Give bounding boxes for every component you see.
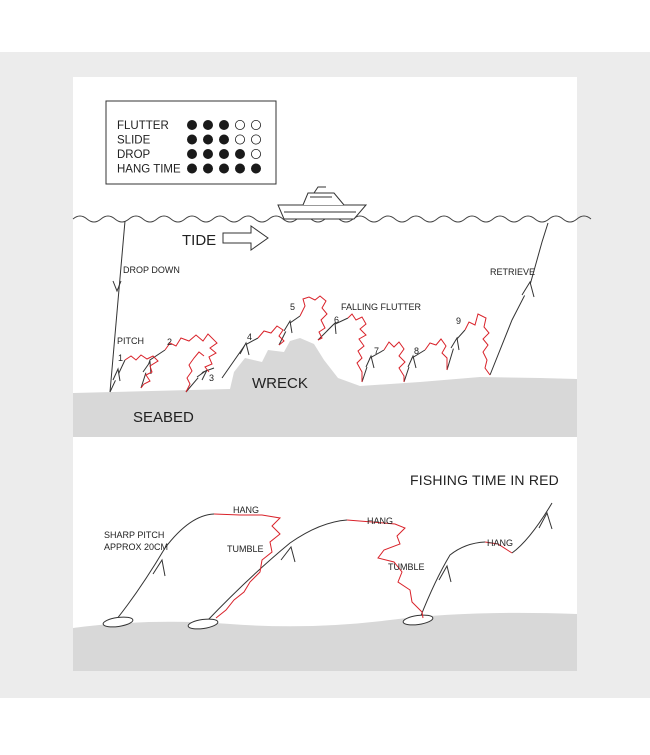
rating-dot-filled [186, 148, 197, 159]
lure-marker [102, 616, 134, 628]
panel-separator [73, 437, 577, 455]
flutter-sections [124, 295, 491, 393]
lure-marker [402, 614, 434, 626]
step-number: 7 [374, 346, 379, 356]
rating-dot-filled [234, 163, 245, 174]
sharp-pitch-label-line1: SHARP PITCH [104, 530, 164, 540]
sharp-pitch-label-line2: APPROX 20CM [104, 542, 168, 552]
step-numbers: 1 2 3 4 5 6 7 8 9 [118, 302, 461, 383]
lure-marker [187, 618, 219, 630]
drop-down-label: DROP DOWN [123, 265, 180, 275]
bottom-fishing-sections [213, 513, 513, 619]
legend-rows: FLUTTER SLIDE DROP HANG TIME [117, 120, 261, 176]
pitch-arrowheads [112, 280, 535, 382]
legend-label: FLUTTER [117, 120, 169, 132]
step-number: 9 [456, 316, 461, 326]
step-number: 6 [334, 315, 339, 325]
legend-label: DROP [117, 149, 151, 161]
legend: FLUTTER SLIDE DROP HANG TIME [105, 100, 277, 185]
boat-icon [277, 186, 368, 220]
tide-label: TIDE [182, 232, 216, 249]
hang-label: HANG [233, 505, 259, 515]
rating-dot-filled [218, 163, 229, 174]
bottom-pitch-lines [115, 502, 553, 623]
drop-down-line [109, 220, 126, 393]
rating-dot-filled [202, 120, 213, 131]
hang-label: HANG [487, 538, 513, 548]
rating-dot-empty [250, 148, 261, 159]
rating-dot-empty [250, 120, 261, 131]
rating-dot-filled [186, 163, 197, 174]
seabed-with-wreck [73, 338, 577, 437]
rating-dot-filled [202, 134, 213, 145]
hang-label: HANG [367, 516, 393, 526]
rating-dot-filled [234, 148, 245, 159]
retrieve-label: RETRIEVE [490, 267, 535, 277]
rating-dot-filled [218, 148, 229, 159]
rating-dot-filled [218, 120, 229, 131]
rating-dot-filled [218, 134, 229, 145]
rating-dot-filled [202, 148, 213, 159]
bottom-title: FISHING TIME IN RED [410, 472, 559, 488]
legend-label: SLIDE [117, 135, 151, 147]
falling-flutter-label: FALLING FLUTTER [341, 302, 422, 312]
wreck-label: WRECK [252, 375, 308, 392]
rating-dot-empty [234, 120, 245, 131]
step-number: 1 [118, 353, 123, 363]
rating-dot-filled [186, 134, 197, 145]
step-number: 3 [209, 373, 214, 383]
step-number: 8 [414, 346, 419, 356]
step-number: 5 [290, 302, 295, 312]
legend-label: HANG TIME [117, 164, 181, 176]
rating-dot-empty [234, 134, 245, 145]
seabed-label: SEABED [133, 409, 194, 426]
bottom-arrowheads [152, 511, 553, 583]
tumble-label: TUMBLE [227, 544, 264, 554]
drop-down-arrow-icon [112, 280, 122, 293]
rating-dot-empty [250, 134, 261, 145]
pitch-label: PITCH [117, 336, 144, 346]
lure-positions [102, 614, 434, 630]
rating-dot-filled [250, 163, 261, 174]
rating-dot-filled [186, 120, 197, 131]
step-number: 4 [247, 332, 252, 342]
retrieve-arrow-icon [521, 280, 535, 298]
tide-arrow-icon [222, 225, 269, 251]
tumble-label: TUMBLE [388, 562, 425, 572]
rating-dot-filled [202, 163, 213, 174]
step-number: 2 [167, 337, 172, 347]
